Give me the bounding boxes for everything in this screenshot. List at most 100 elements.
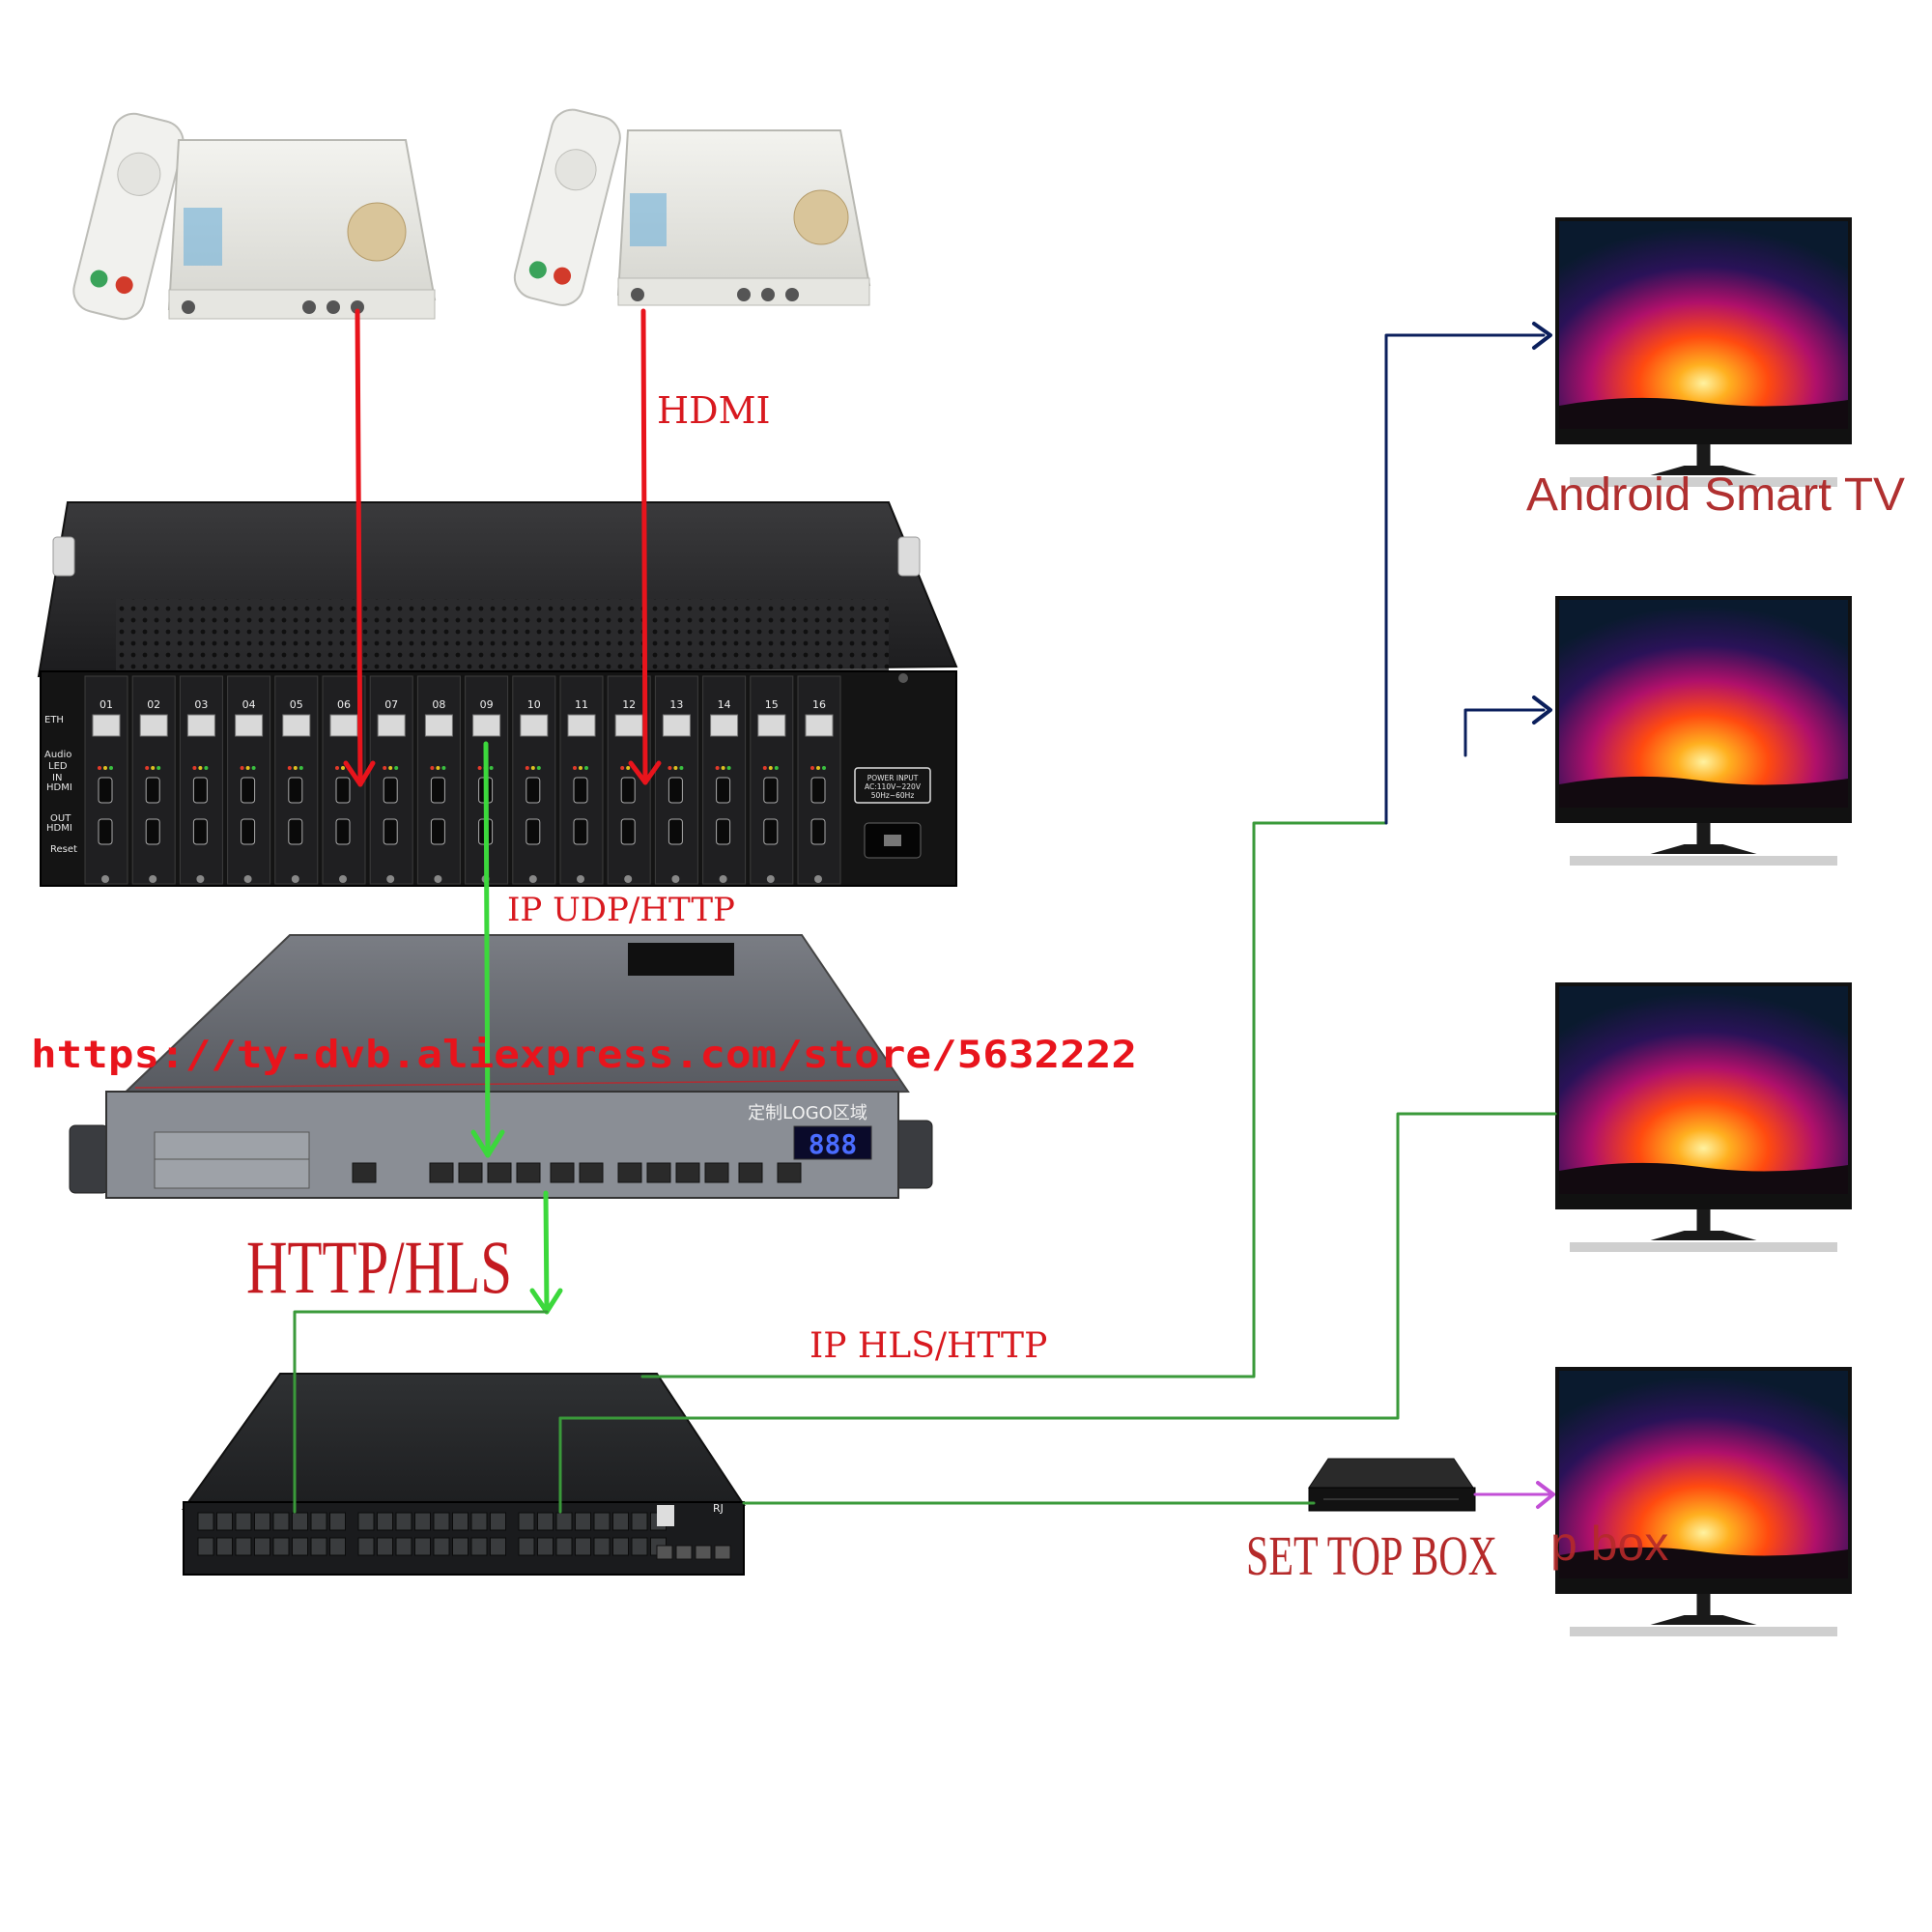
ethernet-port <box>92 714 121 737</box>
hdmi-port <box>430 777 445 804</box>
reset-button <box>577 875 584 883</box>
tv-shelf <box>1570 1627 1837 1636</box>
side-label: ETH <box>44 715 64 725</box>
android-smart-tv-label: Android Smart TV <box>1526 469 1905 521</box>
tv-landscape <box>1559 1162 1848 1194</box>
encoder-card-number: 02 <box>147 698 160 711</box>
status-led <box>287 766 292 770</box>
status-led <box>394 766 399 770</box>
status-led <box>673 766 678 770</box>
sfp-port <box>714 1545 731 1560</box>
hdmi-port <box>335 818 351 845</box>
tv-landscape <box>1559 776 1848 808</box>
switch-port <box>537 1537 554 1556</box>
status-led <box>668 766 672 770</box>
status-led <box>335 766 339 770</box>
set-top-box-partial-label: p box <box>1550 1517 1668 1571</box>
switch-ports <box>197 1512 731 1560</box>
status-led <box>430 766 435 770</box>
switch-port <box>254 1512 270 1531</box>
switch-port <box>433 1512 450 1531</box>
server-port <box>579 1162 604 1183</box>
ethernet-port <box>139 714 168 737</box>
ethernet-port <box>805 714 834 737</box>
status-led <box>477 766 482 770</box>
switch-port <box>254 1537 270 1556</box>
power-label: 50Hz~60Hz <box>871 791 915 800</box>
ethernet-port <box>710 714 739 737</box>
hdmi-port <box>620 818 636 845</box>
ip-hls-http-label: IP HLS/HTTP <box>810 1326 1047 1366</box>
hdmi-port <box>573 777 588 804</box>
encoder-card: 02 <box>131 675 176 885</box>
server-port <box>550 1162 575 1183</box>
logo-area-text: 定制LOGO区域 <box>748 1103 867 1123</box>
status-led <box>810 766 814 770</box>
hdmi-port <box>241 777 256 804</box>
status-led <box>293 766 298 770</box>
remote-control-1 <box>72 112 185 321</box>
switch-port <box>452 1537 469 1556</box>
server-port <box>429 1162 454 1183</box>
reset-button <box>101 875 109 883</box>
encoder-card-number: 10 <box>527 698 541 711</box>
hdmi-arrow-2 <box>628 760 662 785</box>
switch-port <box>612 1512 629 1531</box>
switch-to-tv-1-2 <box>640 821 1388 1378</box>
hdmi-port <box>668 818 683 845</box>
reset-button <box>243 875 252 883</box>
switch-port <box>395 1537 412 1556</box>
hdmi-label: HDMI <box>657 389 771 432</box>
status-led <box>251 766 256 770</box>
status-led <box>768 766 773 770</box>
switch-port <box>197 1512 214 1531</box>
encoder-card-number: 04 <box>242 698 256 711</box>
tv-stand-neck <box>1696 1209 1711 1233</box>
status-led <box>341 766 345 770</box>
tv-stand-neck <box>1696 1594 1711 1617</box>
streaming-server: 定制LOGO区域 888 <box>69 934 933 1199</box>
hdmi-port <box>810 777 826 804</box>
switch-port <box>377 1512 393 1531</box>
switch-port <box>310 1512 327 1531</box>
tv-screens <box>1555 217 1852 1636</box>
hdmi-cable-1 <box>355 308 363 787</box>
hdmi-port <box>145 818 160 845</box>
http-hls-label: HTTP/HLS <box>246 1225 512 1309</box>
switch-port <box>575 1537 591 1556</box>
status-led <box>383 766 387 770</box>
switch-port <box>272 1512 290 1531</box>
encoder-card: 15 <box>750 675 794 885</box>
switch-port <box>377 1537 393 1556</box>
ethernet-port <box>329 714 358 737</box>
encoder-card: 05 <box>274 675 319 885</box>
switch-port <box>292 1512 308 1531</box>
hdmi-port <box>192 777 208 804</box>
encoder-card: 10 <box>512 675 556 885</box>
hdmi-port <box>526 818 541 845</box>
hdmi-port <box>573 818 588 845</box>
server-port <box>675 1162 700 1183</box>
status-led <box>715 766 720 770</box>
arrow-tv-2 <box>1532 696 1552 724</box>
hdmi-port <box>145 777 160 804</box>
switch-port <box>433 1537 450 1556</box>
hdmi-port <box>98 777 113 804</box>
ip-udp-http-label: IP UDP/HTTP <box>507 891 735 929</box>
tv-stand-neck <box>1696 823 1711 846</box>
encoder-card-number: 09 <box>480 698 494 711</box>
status-led <box>620 766 625 770</box>
switch-port <box>292 1537 308 1556</box>
status-led <box>145 766 150 770</box>
hdmi-port <box>620 777 636 804</box>
hdmi-arrow-1 <box>343 760 376 787</box>
switch-logo: RJ <box>713 1502 724 1515</box>
status-led <box>721 766 725 770</box>
switch-port <box>235 1537 252 1556</box>
status-led <box>245 766 250 770</box>
arrow-tv-1 <box>1532 322 1552 350</box>
status-led <box>726 766 731 770</box>
ethernet-port <box>282 714 311 737</box>
tv-landscape <box>1559 397 1848 429</box>
sfp-port <box>656 1545 673 1560</box>
